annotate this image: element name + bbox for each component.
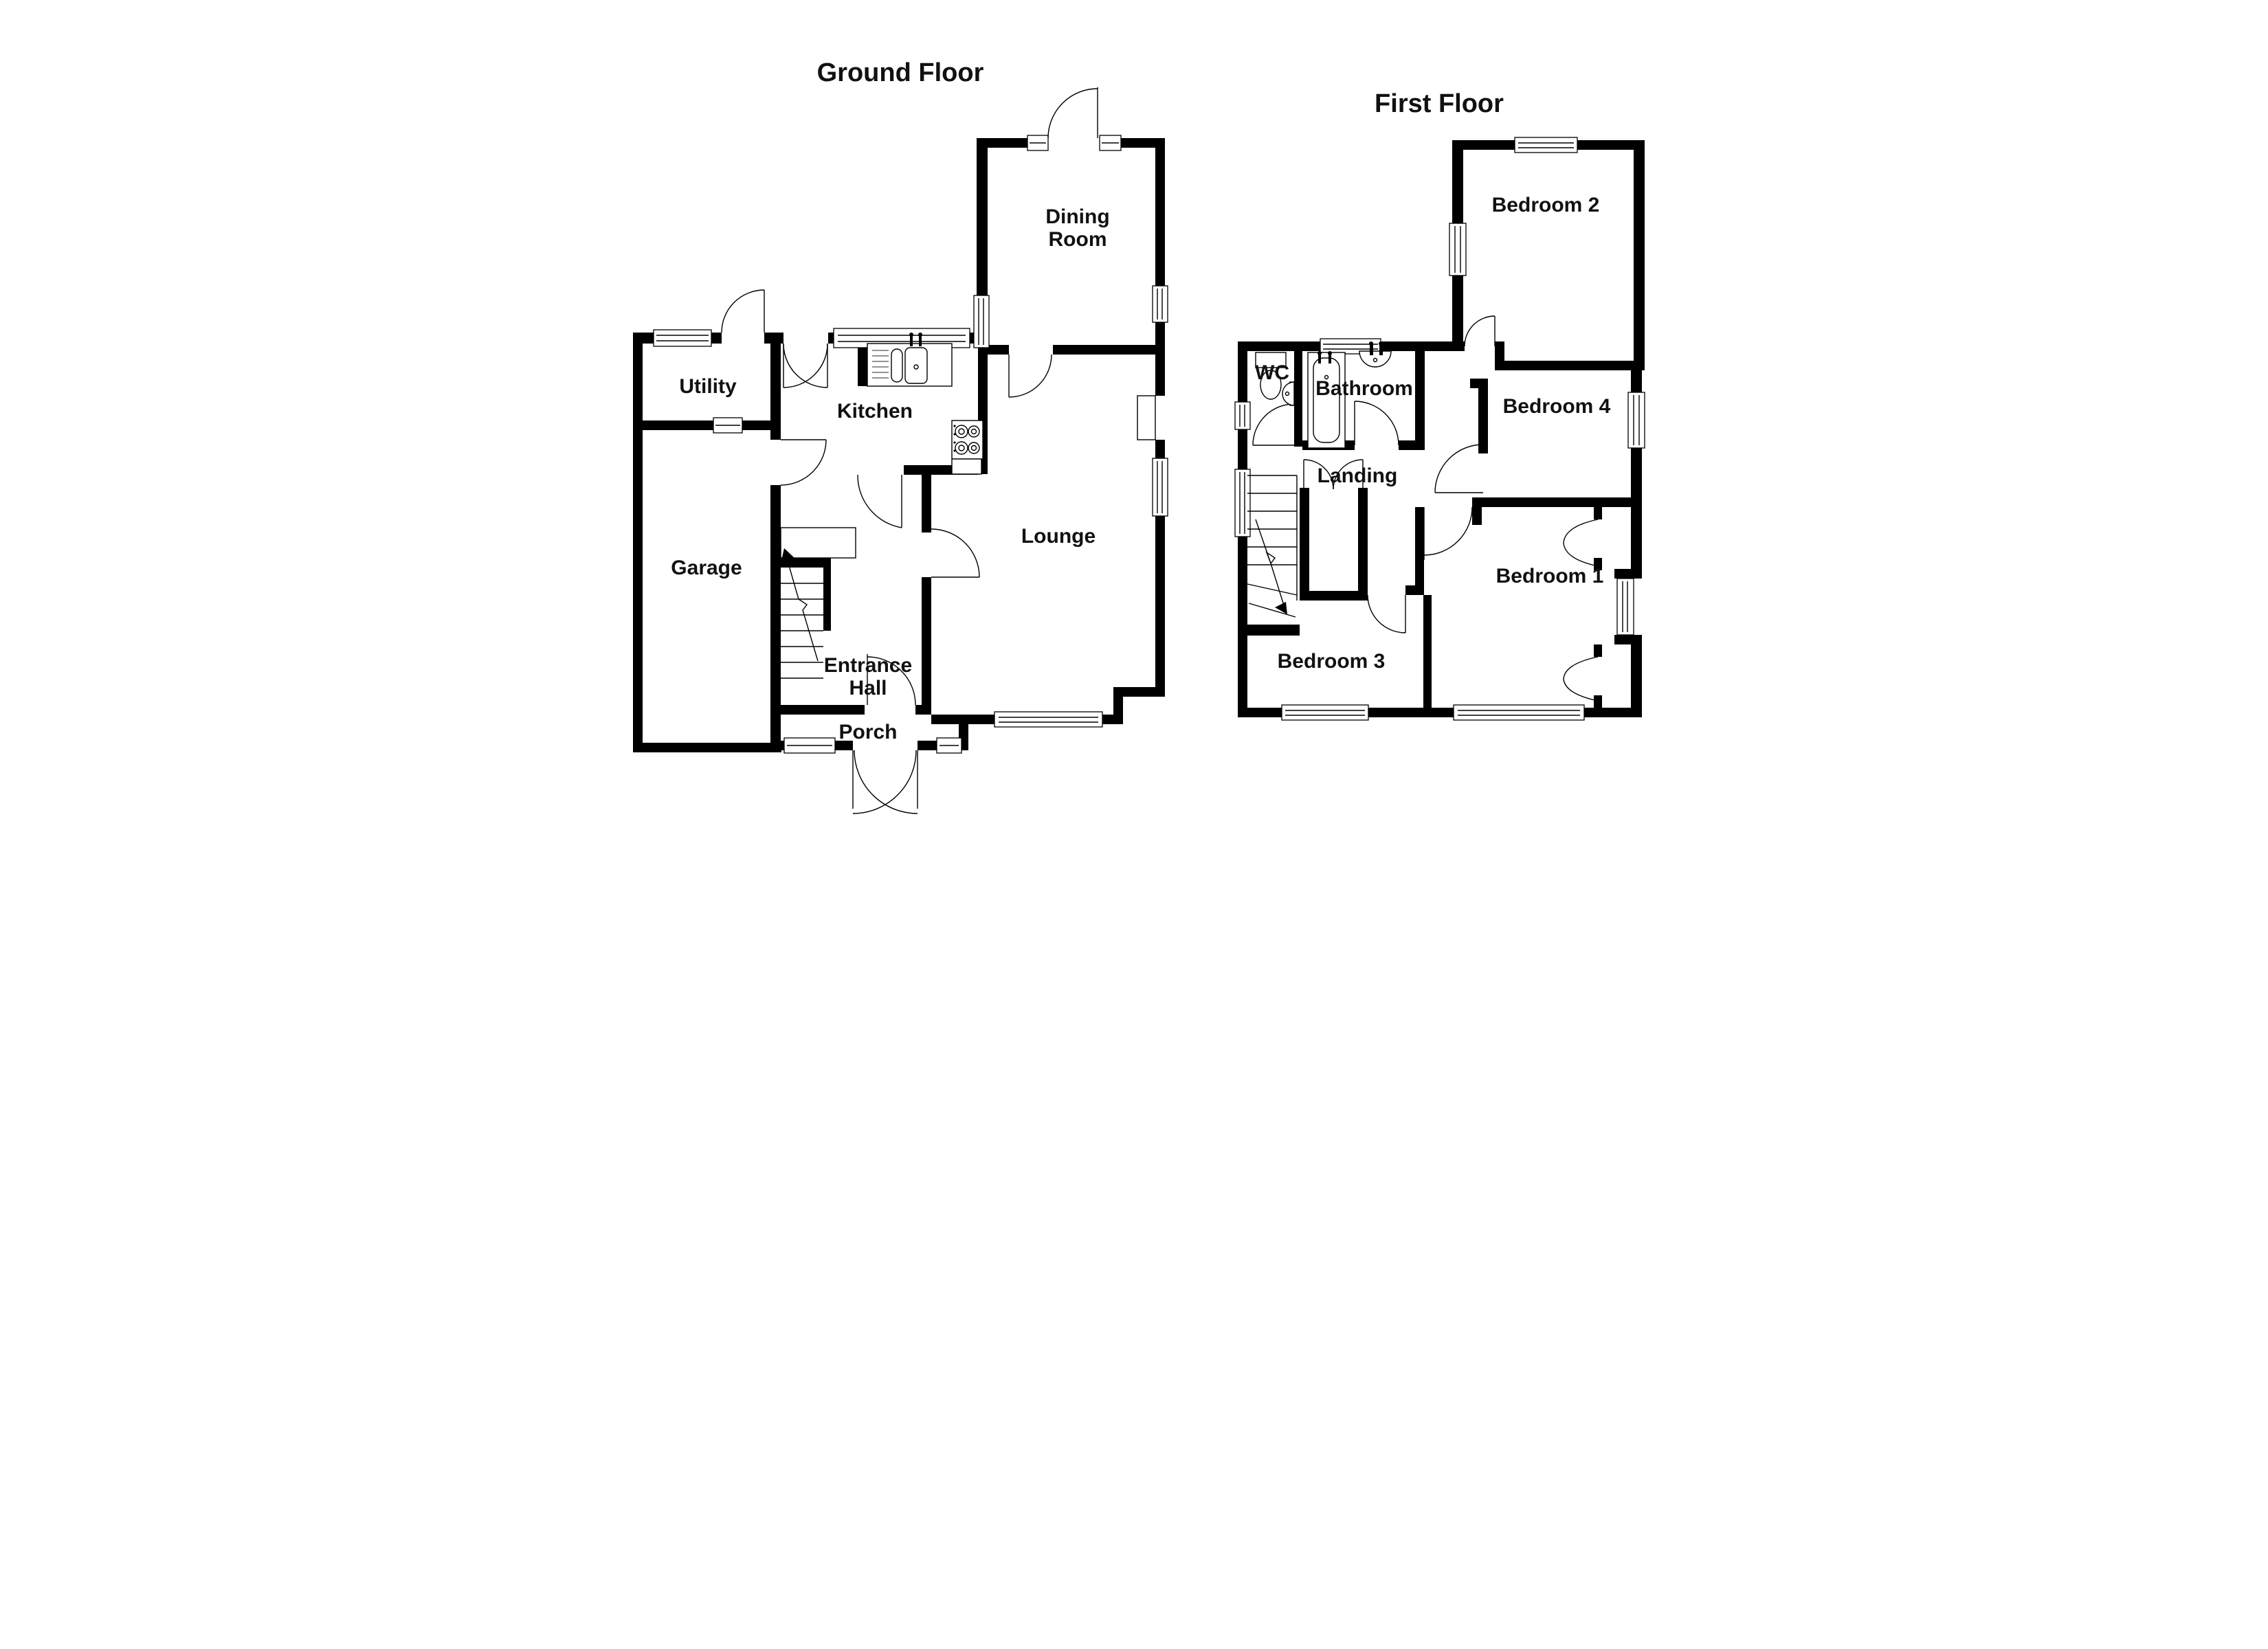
- wardrobe-south-doors: [1563, 656, 1599, 702]
- sink-tap-left: [910, 335, 913, 346]
- garage-label: Garage: [671, 557, 742, 579]
- bedroom2-top-window: [1514, 137, 1578, 153]
- ground-floor-walls: [633, 138, 1165, 752]
- toilet: [1255, 352, 1287, 400]
- utility-label: Utility: [679, 375, 737, 398]
- lounge-label: Lounge: [1021, 525, 1096, 548]
- stairs-down-arrow: [1255, 519, 1287, 614]
- bedroom2-door: [1464, 315, 1496, 347]
- floor-plan-drawing: Ground Floor: [567, 0, 1701, 824]
- first-floor-walls: [1238, 140, 1645, 717]
- kitchen-fixtures: [867, 333, 1156, 475]
- dining-room-label-line1: Dining: [1045, 205, 1109, 228]
- lobby-double-back-doors: [783, 343, 828, 388]
- wc-basin: [1282, 381, 1295, 406]
- airing-cupboard-doors: [1303, 459, 1364, 490]
- first-floor-windows: [1234, 137, 1645, 721]
- floor-plan-page: Ground Floor: [567, 0, 1701, 824]
- dining-room-external-door: [1047, 87, 1098, 139]
- front-entrance-double-doors: [852, 750, 918, 814]
- entrance-hall-label-line1: Entrance: [824, 654, 912, 677]
- garage-to-kitchen-door: [780, 439, 827, 486]
- ground-floor-title: Ground Floor: [817, 58, 984, 87]
- bathroom-label: Bathroom: [1315, 377, 1413, 400]
- utility-garage-hatch-window: [713, 417, 743, 434]
- bedroom1-door: [1423, 506, 1473, 560]
- ground-floor-windows: [653, 135, 1168, 754]
- porch-label: Porch: [838, 721, 897, 743]
- utility-window: [653, 329, 712, 347]
- wc-door: [1252, 403, 1295, 446]
- bedroom3-door: [1367, 594, 1406, 633]
- under-stairs-cupboard: [780, 527, 856, 559]
- dining-room-window-left-of-door: [1027, 135, 1049, 151]
- wc-left-window: [1234, 401, 1251, 430]
- stairs-left-window: [1234, 469, 1251, 537]
- first-floor-fixtures: [1255, 341, 1392, 449]
- bedroom4-east-window: [1627, 392, 1645, 449]
- bedroom2-left-window: [1449, 223, 1467, 276]
- dining-room-west-window: [973, 295, 990, 348]
- bathroom-basin: [1359, 341, 1392, 368]
- porch-to-hall-door: [867, 654, 916, 706]
- ground-floor-doors: [721, 87, 1098, 814]
- landing-label: Landing: [1318, 464, 1398, 487]
- bedroom4-label: Bedroom 4: [1503, 395, 1611, 418]
- bedroom4-door: [1434, 444, 1484, 493]
- sink-tap-right: [919, 335, 922, 346]
- wc-label: WC: [1255, 361, 1289, 384]
- kitchen-to-hall-door: [857, 474, 902, 528]
- bedroom3-label: Bedroom 3: [1278, 650, 1386, 673]
- porch-window-right: [936, 737, 962, 754]
- ground-floor-staircase: [780, 527, 856, 679]
- entrance-hall-label-line2: Hall: [849, 677, 887, 699]
- dining-room-label-line2: Room: [1049, 228, 1107, 251]
- dining-room-window-right-of-door: [1099, 135, 1122, 151]
- bathroom-door: [1354, 401, 1399, 446]
- bath: [1307, 351, 1346, 449]
- porch-window-left: [783, 737, 836, 754]
- bedroom1-label: Bedroom 1: [1496, 565, 1604, 587]
- bedroom1-south-window: [1453, 704, 1585, 721]
- sink-bowl-main: [904, 347, 928, 384]
- bedroom3-south-window: [1281, 704, 1369, 721]
- utility-back-door: [721, 289, 765, 333]
- stairs-up-arrow: [781, 548, 819, 662]
- sink-bowl-small: [891, 348, 903, 383]
- bedroom1-east-window: [1616, 578, 1634, 636]
- kitchen-counter-end: [951, 458, 982, 475]
- lounge-chimney-breast: [1137, 395, 1156, 440]
- ground-floor: Ground Floor: [633, 58, 1168, 814]
- first-floor-staircase: [1247, 475, 1298, 618]
- kitchen-hob: [951, 420, 983, 475]
- kitchen-sink-unit: [867, 333, 953, 387]
- dining-to-lounge-door: [1008, 354, 1052, 398]
- wardrobe-north-doors: [1563, 519, 1599, 567]
- bathroom-window: [1320, 338, 1381, 355]
- first-floor: First Floor: [1234, 89, 1645, 721]
- lounge-east-window: [1152, 458, 1168, 517]
- dining-room-east-window: [1152, 285, 1168, 323]
- kitchen-label: Kitchen: [837, 400, 913, 423]
- first-floor-title: First Floor: [1375, 89, 1504, 118]
- bedroom2-label: Bedroom 2: [1492, 194, 1600, 216]
- lounge-front-window: [994, 711, 1103, 728]
- hall-to-lounge-door: [931, 528, 980, 578]
- first-floor-doors: [1252, 315, 1599, 702]
